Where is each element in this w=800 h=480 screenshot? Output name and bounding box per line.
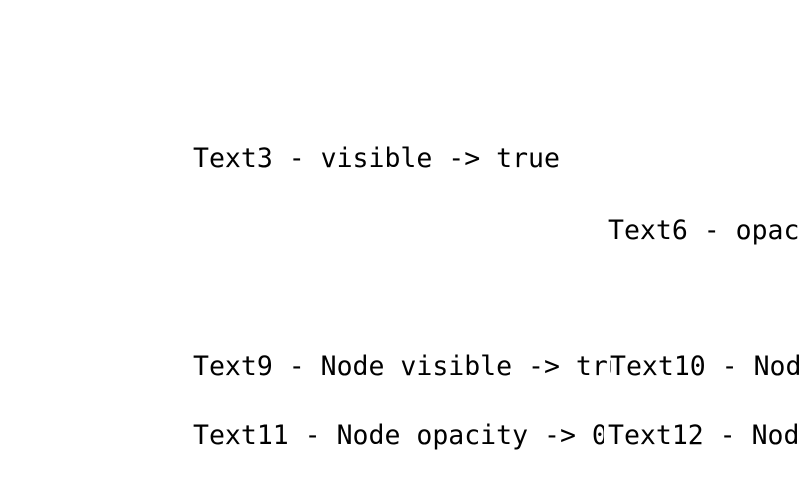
text6-label: Text6 - opaci [608, 215, 800, 246]
text12-label: Text12 - Nod [608, 420, 800, 451]
text11-label: Text11 - Node opacity -> 0 [193, 420, 604, 451]
text9-label: Text9 - Node visible -> tru [193, 351, 611, 382]
text10-label: Text10 - Nod [610, 351, 800, 382]
text3-label: Text3 - visible -> true [193, 143, 560, 174]
